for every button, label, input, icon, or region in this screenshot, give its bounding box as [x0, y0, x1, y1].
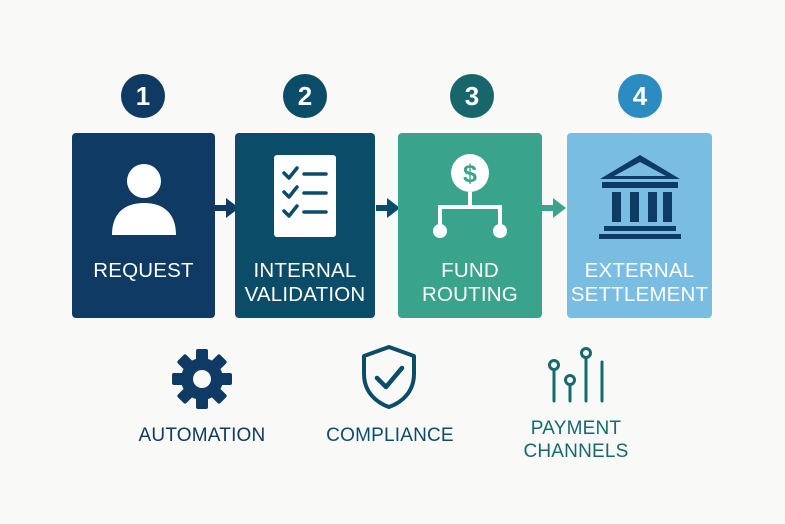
- step-number-1: 1: [121, 74, 165, 118]
- step-number-3: 3: [450, 74, 494, 118]
- step-label-fund-routing: FUND ROUTING: [422, 259, 518, 306]
- bank-icon: [598, 155, 681, 239]
- step-label-request: REQUEST: [93, 259, 194, 282]
- shield-check-icon: [362, 345, 416, 409]
- feature-label-compliance: COMPLIANCE: [326, 425, 454, 446]
- step-card-request: REQUEST: [72, 133, 215, 318]
- arrow-right-icon: [376, 198, 400, 218]
- feature-label-payment-channels: PAYMENT CHANNELS: [523, 418, 629, 462]
- gear-icon: [172, 349, 232, 409]
- step-number-2: 2: [283, 74, 327, 118]
- step-card-internal-validation: INTERNAL VALIDATION: [235, 133, 375, 318]
- checklist-icon: [274, 155, 336, 237]
- step-label-internal-validation: INTERNAL VALIDATION: [244, 259, 366, 306]
- svg-text:$: $: [463, 160, 477, 188]
- arrow-right-icon: [542, 198, 566, 218]
- step-card-external-settlement: EXTERNAL SETTLEMENT: [567, 133, 712, 318]
- step-number-4: 4: [618, 74, 662, 118]
- arrow-right-icon: [215, 198, 239, 218]
- dollar-routing-icon: $: [433, 154, 507, 238]
- step-label-external-settlement: EXTERNAL SETTLEMENT: [570, 259, 709, 306]
- user-icon: [111, 164, 176, 235]
- signal-nodes-icon: [548, 347, 604, 403]
- step-card-fund-routing: $ FUND ROUTING: [398, 133, 542, 318]
- feature-label-automation: AUTOMATION: [138, 425, 266, 446]
